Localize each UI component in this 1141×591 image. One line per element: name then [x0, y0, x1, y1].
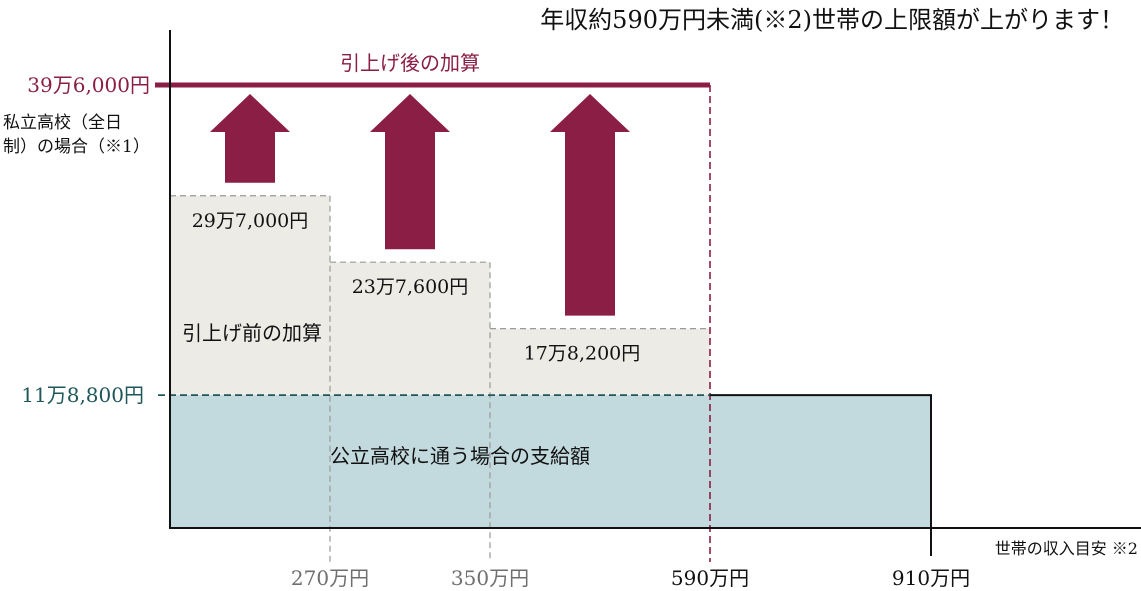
- public-area-bar-0: [170, 395, 931, 528]
- y-tick-label-1: 11万8,800円: [21, 383, 144, 407]
- x-tick-label-3: 910万円: [892, 566, 970, 590]
- raise-arrow-0: [210, 94, 290, 183]
- axes-layer: [169, 30, 1141, 556]
- x-tick-label-1: 350万円: [451, 566, 529, 590]
- before-raise-bar-0: [170, 195, 330, 396]
- raise-arrow-1: [370, 94, 450, 250]
- raise-arrow-2: [550, 94, 630, 316]
- arrows-layer: [210, 94, 630, 316]
- before-raise-value-label-0: 29万7,000円: [192, 210, 309, 232]
- y-tick-label-0: 39万6,000円: [27, 73, 150, 97]
- y-axis-label-line-1: 私立高校（全日: [3, 113, 122, 133]
- before-raise-value-label-2: 17万8,200円: [524, 343, 641, 365]
- before-raise-bar-1: [330, 262, 490, 396]
- x-tick-label-0: 270万円: [291, 566, 369, 590]
- public-area-layer: [170, 395, 931, 528]
- before-raise-bar-2: [490, 328, 710, 396]
- before-raise-value-label-1: 23万7,600円: [352, 276, 469, 298]
- guide-lines-layer: [155, 82, 711, 562]
- public-area-label: 公立高校に通う場合の支給額: [330, 444, 590, 468]
- raised-level-label: 引上げ後の加算: [340, 51, 480, 75]
- public-area-outline: [710, 394, 932, 528]
- before-raise-area-label: 引上げ前の加算: [182, 321, 322, 345]
- x-tick-label-2: 590万円: [671, 566, 749, 590]
- chart-title: 年収約590万円未満(※2)世帯の上限額が上がります！: [540, 6, 1124, 34]
- x-axis-label: 世帯の収入目安 ※2: [995, 539, 1138, 558]
- before-raise-layer: [170, 195, 710, 396]
- text-layer: 年収約590万円未満(※2)世帯の上限額が上がります！ 私立高校（全日 制）の場…: [3, 6, 1138, 590]
- y-axis-label-line-2: 制）の場合（※1）: [3, 137, 150, 157]
